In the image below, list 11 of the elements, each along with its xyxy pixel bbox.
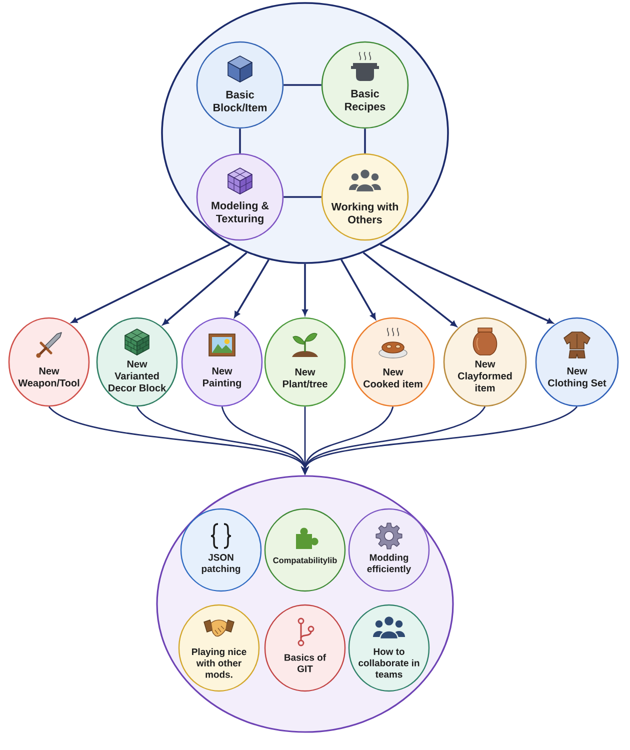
arrow [380, 244, 554, 324]
arrow [71, 244, 230, 323]
arrow [302, 264, 308, 316]
connector-line [284, 196, 322, 198]
arrow [362, 252, 457, 327]
connector-line [239, 128, 241, 154]
connector-line [364, 128, 366, 154]
arrow [340, 259, 376, 320]
arrow [234, 259, 270, 318]
arrow [162, 252, 248, 326]
connector-line [284, 84, 322, 86]
